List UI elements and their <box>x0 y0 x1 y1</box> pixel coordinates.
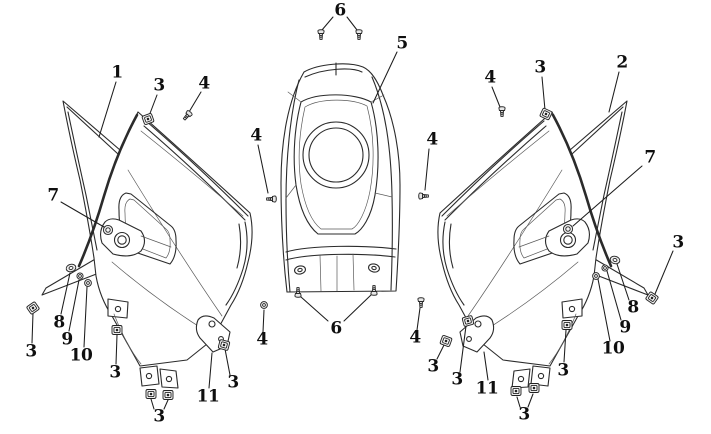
clip-icon <box>145 389 157 399</box>
leader-line-10-right <box>597 278 611 342</box>
callout-4-right-top: 4 <box>484 67 496 88</box>
leader-line-10-left <box>83 286 88 348</box>
leader-line-3-right-bottom <box>516 396 521 408</box>
leader-line-3-left-bottom <box>150 398 155 410</box>
leader-line-3-left-top <box>148 94 158 117</box>
leader-line-3-left-foot <box>115 334 118 365</box>
callout-3-far-right: 3 <box>672 232 684 253</box>
callout-5: 5 <box>396 33 408 54</box>
callout-4-right-mid: 4 <box>426 129 438 150</box>
leader-line-3-far-left <box>31 312 34 344</box>
screw-icon <box>498 106 506 117</box>
clip-icon <box>111 325 123 335</box>
leader-line-7-right <box>572 165 643 227</box>
leader-line-6-top <box>346 16 358 31</box>
callout-3-left-top: 3 <box>153 75 165 96</box>
callout-3-left-foot: 3 <box>109 362 121 383</box>
bolt-icon <box>562 223 574 235</box>
callout-3-far-left: 3 <box>25 341 37 362</box>
leader-line-3-right-bottom <box>527 393 534 408</box>
leader-line-3-right-top <box>541 76 546 111</box>
callout-6-bottom: 6 <box>330 318 342 339</box>
leader-line-9-left <box>68 279 80 332</box>
screw-icon <box>266 195 277 203</box>
leader-line-3-far-right <box>654 250 674 295</box>
callout-3-right-bottom: 3 <box>518 404 530 425</box>
callout-10-right: 10 <box>601 338 625 359</box>
clip-icon <box>510 386 522 396</box>
clip-icon <box>461 314 475 328</box>
leader-line-4-right-bottom <box>416 307 421 331</box>
leader-line-5 <box>372 51 398 104</box>
callout-6-top: 6 <box>334 0 346 21</box>
screw-icon <box>355 29 363 40</box>
callout-3-right-f: 3 <box>427 356 439 377</box>
leader-line-8-left <box>60 272 71 315</box>
clip-icon <box>217 338 231 352</box>
callout-3-right-foot: 3 <box>557 360 569 381</box>
screwfront-icon <box>592 272 600 280</box>
callout-8-right: 8 <box>627 297 639 318</box>
leader-line-4-left-mid <box>257 144 269 194</box>
bolt-icon <box>102 224 114 236</box>
clip-icon <box>439 334 453 348</box>
center-cover-drawing <box>280 62 401 293</box>
collar-icon <box>76 272 84 280</box>
leader-line-2 <box>608 71 620 113</box>
callout-4-left-top: 4 <box>198 73 210 94</box>
clip-icon <box>528 383 540 393</box>
screw-icon <box>418 192 429 200</box>
leader-line-3-right-f <box>436 344 445 360</box>
leader-line-3-right-g <box>459 325 467 373</box>
callout-7-left: 7 <box>47 185 59 206</box>
callout-7-right: 7 <box>644 147 656 168</box>
leader-line-9-right <box>606 270 622 321</box>
leader-line-6-bottom <box>300 296 329 322</box>
callout-11-right: 11 <box>475 378 499 399</box>
callout-4-left-mid: 4 <box>250 125 262 146</box>
leader-line-1 <box>98 81 117 138</box>
leader-line-4-right-mid <box>424 148 430 191</box>
leader-line-4-right-top <box>491 86 501 108</box>
screwfront-icon <box>84 279 92 287</box>
clip-icon <box>25 300 41 316</box>
screwfront-icon <box>260 301 268 309</box>
leader-line-3-left-bottom <box>163 399 169 410</box>
callout-3-right-top: 3 <box>534 57 546 78</box>
leader-line-3-left-bracket <box>224 348 231 376</box>
callout-9-left: 9 <box>61 329 73 350</box>
leader-lines-layer <box>31 16 674 410</box>
screw-icon <box>317 29 325 40</box>
screw-icon <box>417 297 425 308</box>
callout-3-right-g: 3 <box>451 369 463 390</box>
leader-line-7-left <box>60 201 105 228</box>
callout-11-left: 11 <box>196 386 220 407</box>
leader-line-4-left-bottom <box>262 309 265 333</box>
leader-line-6-bottom <box>343 294 372 322</box>
callout-4-right-bottom: 4 <box>409 327 421 348</box>
callout-10-left: 10 <box>69 345 93 366</box>
callout-3-left-bottom: 3 <box>153 406 165 427</box>
leader-line-8-right <box>616 263 630 301</box>
callout-3-left-bracket: 3 <box>227 372 239 393</box>
callout-2: 2 <box>616 52 628 73</box>
screw-icon <box>181 109 194 122</box>
leader-line-6-top <box>321 16 334 31</box>
leader-line-11-left <box>208 352 213 389</box>
collar-icon <box>601 264 609 272</box>
callout-8-left: 8 <box>53 312 65 333</box>
callout-1: 1 <box>111 62 123 83</box>
leader-line-3-right-foot <box>563 329 567 363</box>
callout-4-left-bottom: 4 <box>256 329 268 350</box>
leader-line-4-left-top <box>188 91 202 113</box>
leader-line-11-right <box>483 351 489 381</box>
clip-icon <box>561 320 573 330</box>
clip-icon <box>162 390 174 400</box>
callout-9-right: 9 <box>619 317 631 338</box>
